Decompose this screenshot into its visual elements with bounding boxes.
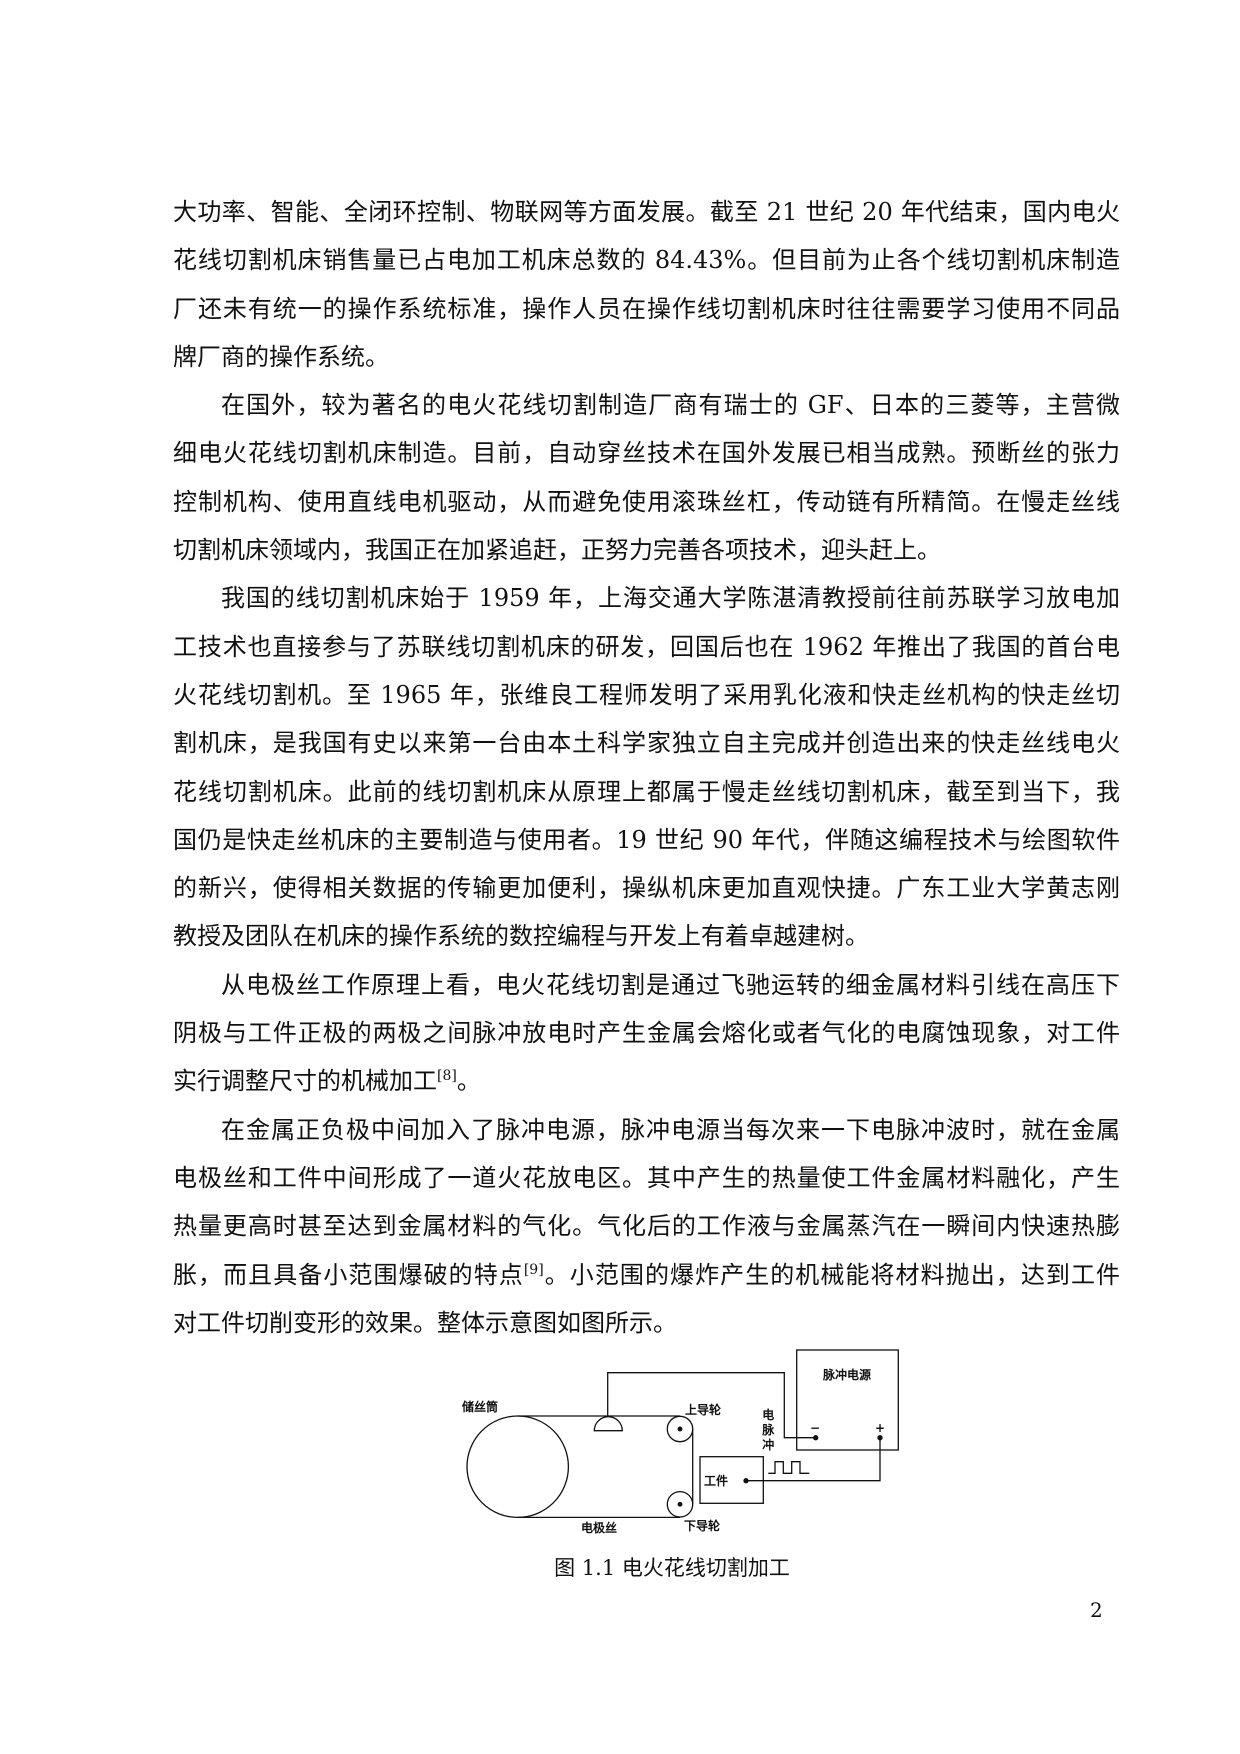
lower-pulley-axle	[677, 1501, 683, 1507]
label-pulse-power: 脉冲电源	[822, 1367, 871, 1382]
text-line: 教授及团队在机床的操作系统的数控编程与开发上有着卓越建树。	[173, 922, 869, 951]
text-line: 从电极丝工作原理上看，电火花线切割是通过飞驰运转的细金属材料引线在高压下	[221, 970, 1120, 999]
label-workpiece: 工件	[704, 1473, 728, 1488]
text-line: 控制机构、使用直线电机驱动，从而避免使用滚珠丝杠，传动链有所精简。在慢走丝线	[173, 487, 1120, 516]
pulse-power-box	[796, 1349, 899, 1451]
text-line: 我国的线切割机床始于 1959 年，上海交通大学陈湛清教授前往前苏联学习放电加	[221, 584, 1120, 613]
label-minus: −	[810, 1421, 820, 1435]
text-line: 国仍是快走丝机床的主要制造与使用者。19 世纪 90 年代，伴随这编程技术与绘图…	[173, 825, 1120, 854]
text-line: 花线切割机床。此前的线切割机床从原理上都属于慢走丝线切割机床，截至到当下，我	[173, 777, 1120, 806]
text-line: 工技术也直接参与了苏联线切割机床的研发，回国后也在 1962 年推出了我国的首台…	[173, 632, 1120, 661]
text-line: 割机床，是我国有史以来第一台由本土科学家独立自主完成并创造出来的快走丝线电火	[173, 729, 1120, 758]
figure-caption: 图 1.1 电火花线切割加工	[554, 1556, 790, 1580]
citation-ref: [9]	[523, 1261, 544, 1278]
lower-pulley	[666, 1490, 694, 1518]
text-line: 细电火花线切割机床制造。目前，自动穿丝技术在国外发展已相当成熟。预断丝的张力	[173, 439, 1120, 468]
text-line: 的新兴，使得相关数据的传输更加便利，操纵机床更加直观快捷。广东工业大学黄志刚	[173, 874, 1120, 903]
page-number: 2	[1090, 1598, 1103, 1622]
label-plus: +	[875, 1421, 885, 1435]
text-segment: 实行调整尺寸的机械加工	[173, 1067, 437, 1096]
label-electric-pulse: 电	[762, 1407, 774, 1422]
upper-pulley-axle	[677, 1426, 683, 1432]
text-line: 胀，而且具备小范围爆破的特点[9]。小范围的爆炸产生的机械能将材料抛出，达到工件	[173, 1251, 1120, 1299]
storage-drum	[466, 1415, 570, 1519]
text-line: 实行调整尺寸的机械加工[8]。	[173, 1057, 1120, 1105]
text-line: 牌厂商的操作系统。	[173, 342, 389, 371]
label-electric-pulse: 冲	[762, 1437, 774, 1452]
label-storage-drum: 储丝筒	[462, 1399, 498, 1414]
text-line: 电极丝和工件中间形成了一道火花放电区。其中产生的热量使工件金属材料融化，产生	[173, 1163, 1120, 1192]
negative-terminal	[813, 1435, 819, 1441]
text-line: 火花线切割机。至 1965 年，张维良工程师发明了采用乳化液和快走丝机构的快走丝…	[173, 680, 1120, 709]
text-segment: 胀，而且具备小范围爆破的特点	[173, 1260, 524, 1289]
body-text: 大功率、智能、全闭环控制、物联网等方面发展。截至 21 世纪 20 年代结束，国…	[173, 188, 1120, 1347]
workpiece-box	[699, 1456, 764, 1504]
text-line: 热量更高时甚至达到金属材料的气化。气化后的工作液与金属蒸汽在一瞬间内快速热膨	[173, 1212, 1120, 1241]
nozzle	[593, 1416, 623, 1432]
text-line: 厂还未有统一的操作系统标准，操作人员在操作线切割机床时往往需要学习使用不同品	[173, 294, 1120, 323]
text-line: 大功率、智能、全闭环控制、物联网等方面发展。截至 21 世纪 20 年代结束，国…	[173, 198, 1120, 226]
pulse-waveform	[768, 1461, 810, 1474]
label-electrode-wire: 电极丝	[581, 1520, 617, 1535]
label-lower-pulley: 下导轮	[684, 1518, 721, 1533]
positive-lead	[746, 1437, 881, 1482]
text-line: 阴极与工件正极的两极之间脉冲放电时产生金属会熔化或者气化的电腐蚀现象，对工件	[173, 1019, 1120, 1048]
text-line: 在金属正负极中间加入了脉冲电源，脉冲电源当每次来一下电脉冲波时，就在金属	[221, 1115, 1120, 1144]
text-line: 切割机床领域内，我国正在加紧追赶，正努力完善各项技术，迎头赶上。	[173, 536, 941, 565]
workpiece-terminal	[743, 1478, 749, 1484]
label-upper-pulley: 上导轮	[685, 1402, 722, 1417]
text-segment: 。	[456, 1067, 481, 1096]
text-line: 对工件切削变形的效果。整体示意图如图所示。	[173, 1308, 677, 1337]
text-line: 在国外，较为著名的电火花线切割制造厂商有瑞士的 GF、日本的三菱等，主营微	[221, 391, 1120, 420]
citation-ref: [8]	[437, 1068, 457, 1085]
text-line: 花线切割机床销售量已占电加工机床总数的 84.43%。但目前为止各个线切割机床制…	[173, 246, 1120, 275]
negative-lead	[607, 1372, 816, 1439]
label-electric-pulse: 脉	[761, 1422, 775, 1437]
wire-edm-diagram: 储丝筒 上导轮 下导轮 电极丝 脉冲电源 − + 电 脉 冲 工件	[462, 1349, 899, 1535]
text-segment: 。小范围的爆炸产生的机械能将材料抛出，达到工件	[543, 1260, 1121, 1289]
